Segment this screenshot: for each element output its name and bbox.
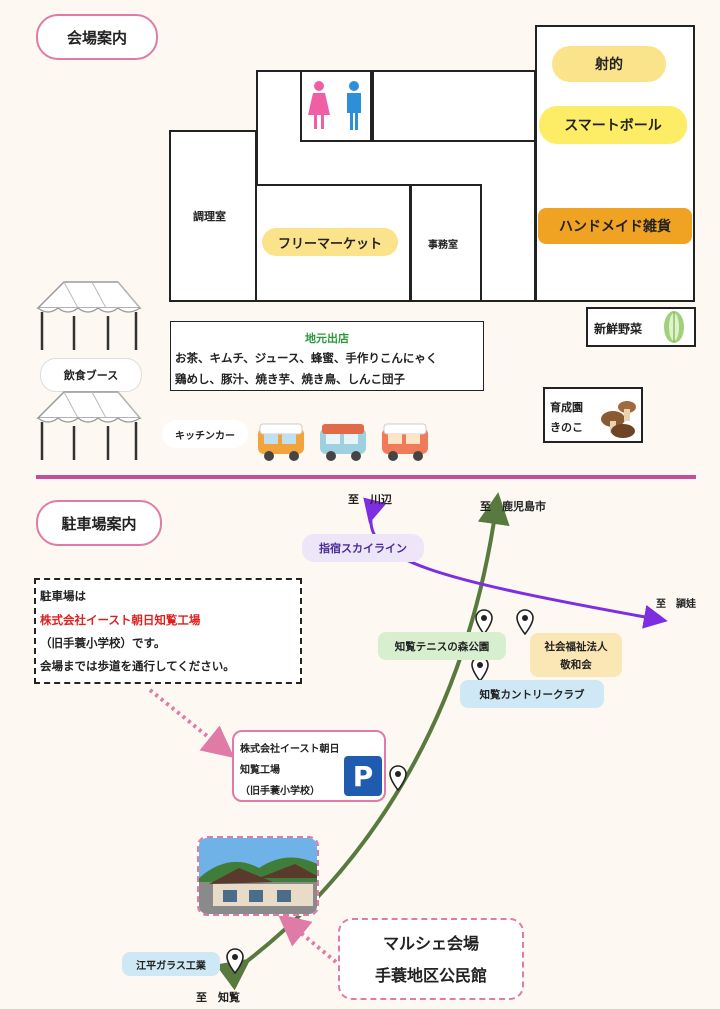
marche-venue-line1: マルシェ会場: [382, 934, 479, 953]
local-shops-title: 地元出店: [305, 332, 349, 345]
marche-venue-box: マルシェ会場 手蓑地区公民館: [338, 918, 524, 1000]
skyline-label: 指宿スカイライン: [302, 534, 424, 562]
local-shops-box: 地元出店 お茶、キムチ、ジュース、蜂蜜、手作りこんにゃく 鶏めし、豚汁、焼き芋、…: [170, 321, 484, 391]
kitchen-car-icon: [316, 418, 372, 468]
cooking-room: 調理室: [169, 130, 257, 302]
cabbage-icon: [656, 310, 692, 348]
marche-venue-line2: 手蓑地区公民館: [374, 966, 487, 985]
tent-icon: [34, 388, 144, 466]
handmade-booth: ハンドメイド雑貨: [538, 208, 692, 244]
country-club-label: 知覧カントリークラブ: [460, 680, 604, 708]
parking-note-line2: 株式会社イースト朝日知覧工場: [40, 613, 201, 627]
kitchen-car-label: キッチンカー: [162, 420, 248, 448]
local-shops-line1: お茶、キムチ、ジュース、蜂蜜、手作りこんにゃく: [175, 351, 438, 365]
venue-heading: 会場案内: [36, 14, 158, 60]
kitchen-car-icon: [378, 418, 434, 468]
smartball-booth: スマートボール: [539, 106, 687, 144]
food-booth-label: 飲食ブース: [40, 358, 142, 392]
welfare-label: 社会福祉法人 敬和会: [530, 633, 622, 677]
parking-heading: 駐車場案内: [36, 500, 162, 546]
male-toilet-icon: [339, 78, 369, 134]
office-label: 事務室: [428, 240, 458, 251]
flea-market-label: フリーマーケット: [262, 228, 398, 256]
venue-photo: [197, 836, 319, 916]
mushroom-label-2: きのこ: [550, 421, 583, 434]
tennis-park-label: 知覧テニスの森公園: [378, 632, 506, 660]
direction-kagoshima: 至 鹿児島市: [480, 500, 546, 513]
welfare-line1: 社会福祉法人: [544, 641, 608, 653]
parking-sign-icon: P: [344, 756, 382, 796]
map-pin-icon: [516, 609, 534, 639]
local-shops-line2: 鶏めし、豚汁、焼き芋、焼き鳥、しんこ団子: [175, 372, 405, 386]
parking-lot-line3: （旧手蓑小学校）: [240, 786, 320, 797]
map-pin-icon: [226, 948, 244, 978]
map-pin-icon: [389, 765, 407, 795]
vegetable-booth: 新鮮野菜: [586, 307, 696, 347]
kitchen-car-icon: [254, 418, 310, 468]
mushroom-icon: [599, 395, 641, 443]
office-room: 事務室: [410, 184, 482, 302]
section-divider: [36, 475, 696, 479]
glass-factory-label: 江平ガラス工業: [122, 952, 220, 976]
parking-note-line1: 駐車場は: [40, 589, 86, 603]
parking-note: 駐車場は 株式会社イースト朝日知覧工場 （旧手蓑小学校）です。 会場までは歩道を…: [34, 578, 302, 684]
cooking-room-label: 調理室: [193, 210, 226, 223]
parking-note-line3: （旧手蓑小学校）です。: [40, 636, 166, 650]
parking-lot-line1: 株式会社イースト朝日: [240, 744, 340, 755]
mushroom-label-1: 育成園: [550, 401, 583, 414]
tent-icon: [34, 278, 144, 356]
parking-lot-line2: 知覧工場: [240, 765, 280, 776]
vegetable-label: 新鮮野菜: [594, 322, 643, 336]
parking-note-line4: 会場までは歩道を通行してください。: [40, 659, 235, 673]
mushroom-booth: 育成園 きのこ: [543, 387, 643, 443]
direction-ei: 至 頴娃: [656, 599, 696, 610]
direction-chiran: 至 知覧: [196, 991, 240, 1004]
parking-lot-box: 株式会社イースト朝日 知覧工場 （旧手蓑小学校） P: [232, 730, 386, 802]
welfare-line2: 敬和会: [560, 659, 592, 671]
shooting-booth: 射的: [552, 46, 666, 82]
female-toilet-icon: [304, 78, 334, 134]
direction-kawanabe: 至 川辺: [348, 493, 392, 506]
